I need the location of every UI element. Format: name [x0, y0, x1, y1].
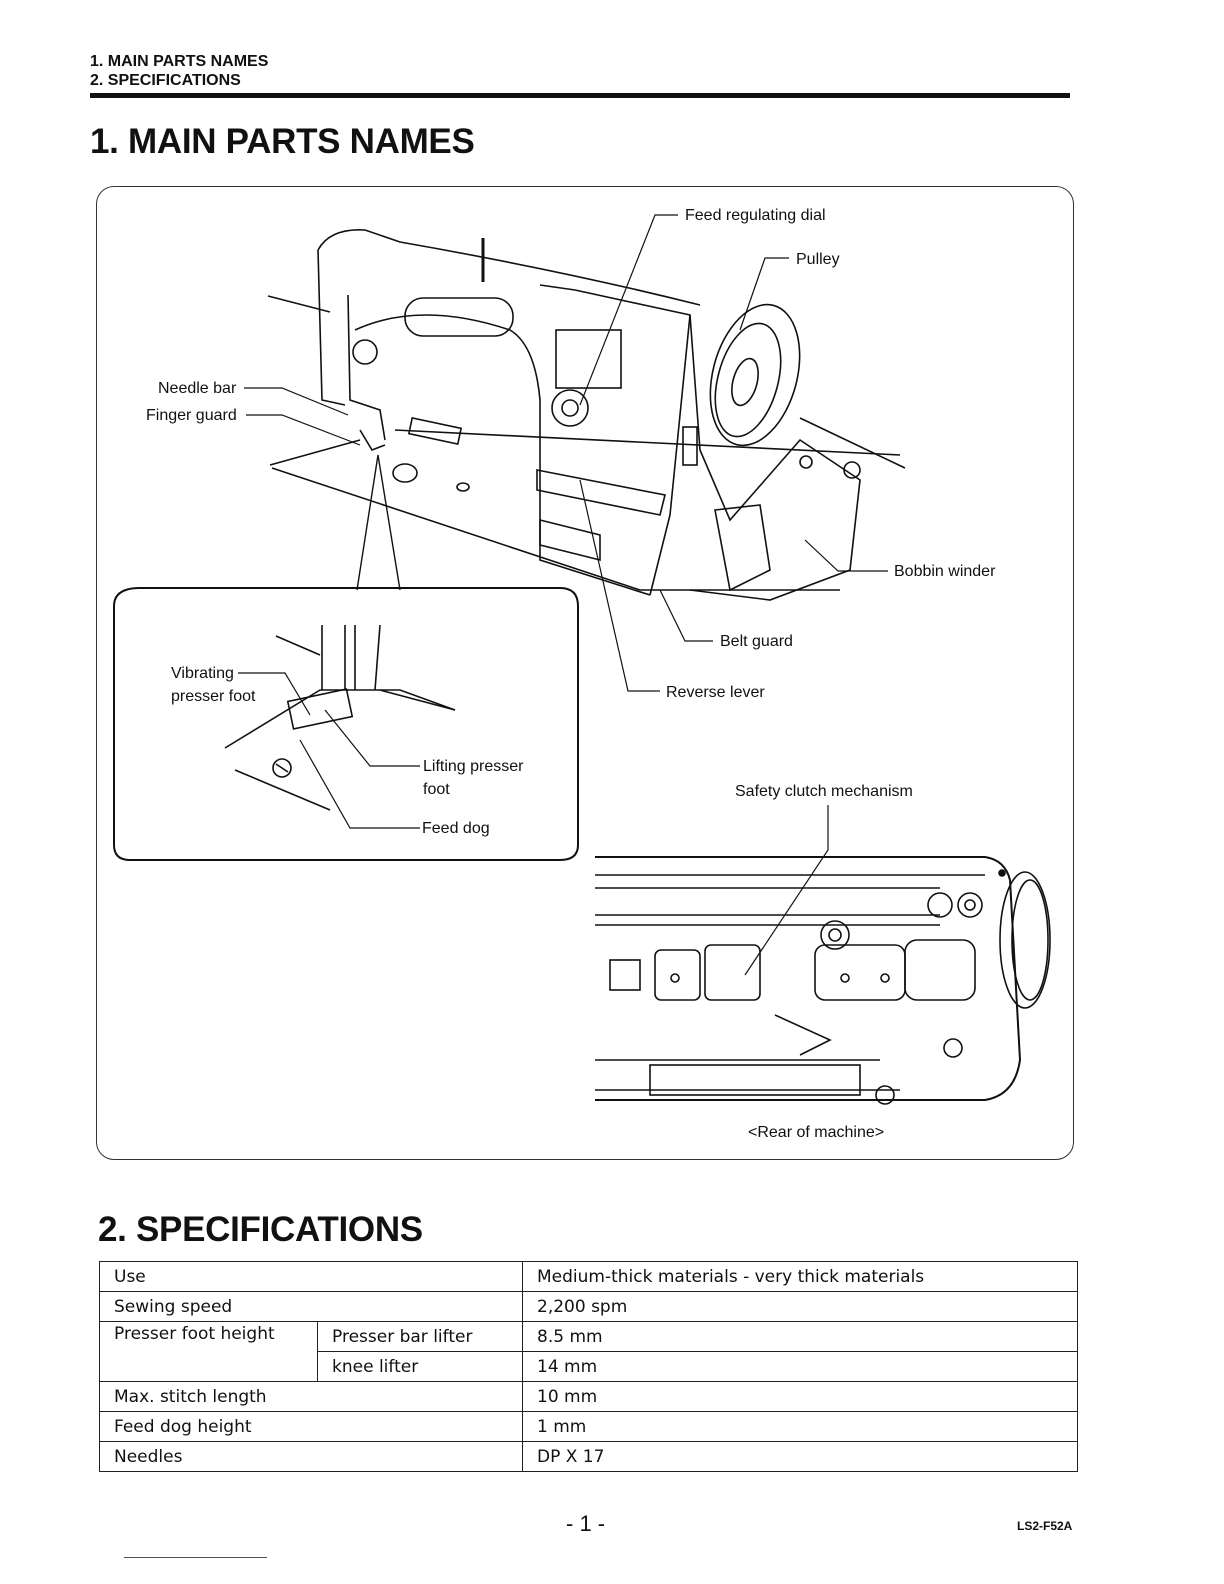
section-title-main-parts: 1. MAIN PARTS NAMES	[90, 122, 475, 161]
spec-value: Medium-thick materials - very thick mate…	[522, 1261, 1078, 1292]
spec-value: 2,200 spm	[522, 1291, 1078, 1322]
header-line-2: 2. SPECIFICATIONS	[90, 72, 241, 89]
footer-rule	[124, 1557, 267, 1558]
table-row: Feed dog height 1 mm	[99, 1411, 1078, 1442]
spec-label: Max. stitch length	[99, 1381, 523, 1412]
header-line-1: 1. MAIN PARTS NAMES	[90, 53, 269, 70]
label-belt-guard: Belt guard	[720, 633, 793, 650]
spec-value: 8.5 mm	[522, 1321, 1078, 1352]
section-title-specifications: 2. SPECIFICATIONS	[98, 1210, 423, 1249]
label-pulley: Pulley	[796, 251, 840, 268]
spec-label: Sewing speed	[99, 1291, 523, 1322]
spec-value: 10 mm	[522, 1381, 1078, 1412]
label-bobbin-winder: Bobbin winder	[894, 563, 996, 580]
spec-label: Presser foot height	[99, 1321, 318, 1382]
label-lifting-line-2: foot	[423, 781, 450, 798]
spec-sublabel: Presser bar lifter	[317, 1321, 523, 1352]
table-row: Sewing speed 2,200 spm	[99, 1291, 1078, 1322]
header-rule	[90, 93, 1070, 98]
label-vibrating-line-1: Vibrating	[171, 665, 234, 682]
label-finger-guard: Finger guard	[146, 407, 237, 424]
label-safety-clutch: Safety clutch mechanism	[735, 783, 913, 800]
running-header: 1. MAIN PARTS NAMES 2. SPECIFICATIONS	[90, 52, 268, 90]
spec-label: Feed dog height	[99, 1411, 523, 1442]
table-row: Needles DP X 17	[99, 1441, 1078, 1472]
spec-label: Use	[99, 1261, 523, 1292]
document-code: LS2-F52A	[1017, 1519, 1073, 1533]
label-reverse-lever: Reverse lever	[666, 684, 765, 701]
label-vibrating-line-2: presser foot	[171, 688, 256, 705]
table-row: knee lifter 14 mm	[100, 1351, 1078, 1382]
specifications-table: Use Medium-thick materials - very thick …	[99, 1261, 1078, 1472]
label-rear-of-machine: <Rear of machine>	[748, 1124, 885, 1141]
label-needle-bar: Needle bar	[158, 380, 237, 397]
parts-figure-frame	[96, 186, 1074, 1160]
table-row: Use Medium-thick materials - very thick …	[99, 1261, 1078, 1292]
label-lifting-line-1: Lifting presser	[423, 758, 524, 775]
spec-value: 1 mm	[522, 1411, 1078, 1442]
table-row: Presser foot height Presser bar lifter 8…	[99, 1321, 1078, 1382]
spec-label: Needles	[99, 1441, 523, 1472]
page-number: - 1 -	[566, 1511, 606, 1536]
spec-value: DP X 17	[522, 1441, 1078, 1472]
spec-sublabel: knee lifter	[317, 1351, 523, 1382]
label-feed-regulating-dial: Feed regulating dial	[685, 207, 826, 224]
spec-value: 14 mm	[522, 1351, 1078, 1382]
table-row: Max. stitch length 10 mm	[99, 1381, 1078, 1412]
label-feed-dog: Feed dog	[422, 820, 490, 837]
